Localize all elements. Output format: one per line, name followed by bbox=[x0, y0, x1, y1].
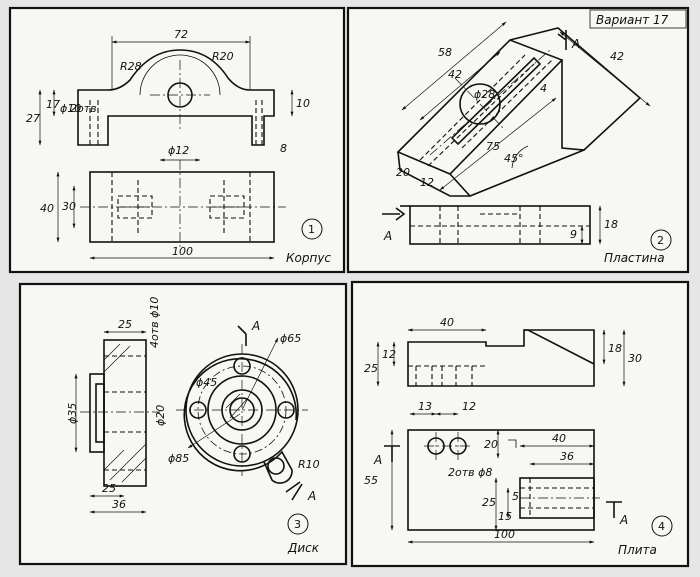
korpus-dim-72: 72 bbox=[174, 28, 188, 41]
panel-2-plastina: Вариант 17 58 42 42 ϕ28 4 75 45° 20 12 A bbox=[346, 6, 690, 274]
panel-2-frame bbox=[346, 6, 690, 274]
plita-dim-18: 18 bbox=[608, 342, 622, 355]
plita-section-label-right: A bbox=[619, 513, 628, 527]
panel-2-number-circle bbox=[650, 229, 672, 251]
plita-dim-25b: 25 bbox=[482, 496, 496, 509]
disk-dim-36: 36 bbox=[112, 498, 126, 511]
disk-front-view bbox=[176, 344, 308, 484]
korpus-dim-30: 30 bbox=[62, 200, 76, 213]
plastina-dim-12: 12 bbox=[420, 176, 434, 189]
plastina-section-label-top: A bbox=[571, 37, 580, 51]
disk-dim-r10: R10 bbox=[298, 458, 320, 471]
plita-dim-20: 20 bbox=[484, 438, 498, 451]
disk-side-view bbox=[80, 339, 160, 487]
korpus-dim-17: 17 bbox=[46, 98, 60, 111]
plita-dim-12a: 12 bbox=[382, 348, 396, 361]
korpus-dim-r28: R28 bbox=[120, 60, 142, 73]
panel-1-korpus: 72 R28 R20 27 17 ϕ10 2отв 10 8 ϕ12 40 30… bbox=[8, 6, 346, 274]
plita-dim-13: 13 bbox=[418, 400, 432, 413]
disk-section-label-top: A bbox=[251, 319, 260, 333]
disk-dim-85: ϕ85 bbox=[168, 452, 189, 465]
korpus-top-view bbox=[80, 160, 286, 250]
plita-dim-40b: 40 bbox=[552, 432, 566, 445]
plita-dim-40a: 40 bbox=[440, 316, 454, 329]
panel-3-caption: Диск bbox=[287, 541, 320, 555]
plastina-section-arrow-top bbox=[557, 30, 567, 50]
panel-4-caption: Плита bbox=[618, 543, 657, 557]
panel-3-number-circle bbox=[287, 513, 309, 535]
plita-dim-100: 100 bbox=[494, 528, 515, 541]
korpus-front-view bbox=[77, 49, 275, 146]
korpus-dim-27: 27 bbox=[26, 112, 40, 125]
plastina-dim-58: 58 bbox=[438, 46, 452, 59]
panel-4-number-circle bbox=[651, 515, 673, 537]
plastina-dim-75: 75 bbox=[486, 140, 500, 153]
plita-dim-15: 15 bbox=[498, 510, 512, 523]
plastina-dim-28: ϕ28 bbox=[474, 88, 495, 101]
panel-2-number: 2 bbox=[657, 234, 664, 247]
panel-3-disk: 25 4отв ϕ10 ϕ35 ϕ20 25 36 A ϕ65 ϕ45 bbox=[18, 282, 348, 566]
plastina-section-label-bottom: A bbox=[383, 229, 392, 243]
plita-section-label-left: A bbox=[373, 453, 382, 467]
plastina-dim-42a: 42 bbox=[448, 68, 462, 81]
panel-3-number: 3 bbox=[294, 518, 301, 531]
panel-1-number-circle bbox=[301, 218, 323, 240]
plita-dim-12b: 12 bbox=[462, 400, 476, 413]
plastina-dim-4: 4 bbox=[540, 82, 547, 95]
plastina-dim-20: 20 bbox=[396, 166, 410, 179]
disk-dim-holes: 4отв ϕ10 bbox=[148, 297, 161, 348]
plita-section-arrow-left bbox=[384, 445, 400, 462]
korpus-dim-10: 10 bbox=[296, 97, 310, 110]
plita-dim-36: 36 bbox=[560, 450, 574, 463]
panel-1-frame bbox=[8, 6, 346, 274]
plita-dim-30: 30 bbox=[628, 352, 642, 365]
korpus-dim-2otv: 2отв bbox=[70, 102, 97, 115]
disk-section-arrow-top bbox=[237, 325, 247, 346]
plastina-dim-45: 45° bbox=[504, 152, 524, 165]
plastina-bottom-view bbox=[400, 205, 591, 245]
korpus-dim-hole: ϕ10 bbox=[60, 102, 81, 115]
disk-dim-25b: 25 bbox=[102, 482, 116, 495]
plastina-dim-9: 9 bbox=[570, 228, 577, 241]
plita-dim-25a: 25 bbox=[364, 362, 378, 375]
panel-2-caption: Пластина bbox=[604, 251, 665, 265]
korpus-dim-r20: R20 bbox=[212, 50, 234, 63]
disk-dim-65: ϕ65 bbox=[280, 332, 301, 345]
plita-front-view bbox=[407, 329, 595, 387]
korpus-dim-40: 40 bbox=[40, 202, 54, 215]
korpus-dim-8: 8 bbox=[280, 142, 287, 155]
plastina-dim-18: 18 bbox=[604, 218, 618, 231]
korpus-dim-12: ϕ12 bbox=[168, 144, 189, 157]
korpus-dim-100: 100 bbox=[172, 245, 193, 258]
variant-box bbox=[589, 9, 687, 29]
plita-dim-holes: 2отв ϕ8 bbox=[448, 466, 492, 479]
disk-dim-20: ϕ20 bbox=[154, 405, 167, 426]
plastina-section-arrow-bottom bbox=[382, 207, 406, 221]
disk-dim-25a: 25 bbox=[118, 318, 132, 331]
panel-1-caption: Корпус bbox=[286, 251, 331, 265]
panel-3-frame bbox=[18, 282, 348, 566]
panel-4-number: 4 bbox=[658, 520, 665, 533]
disk-section-arrow-bottom bbox=[285, 481, 303, 501]
disk-section-label-bottom: A bbox=[307, 489, 316, 503]
plita-section-arrow-right bbox=[606, 501, 622, 518]
panel-4-plita: 40 12 25 18 30 13 12 2отв ϕ8 20 40 36 55 bbox=[350, 280, 690, 568]
panel-1-number: 1 bbox=[308, 223, 315, 236]
disk-dim-35: ϕ35 bbox=[66, 403, 79, 424]
plita-top-view bbox=[407, 429, 600, 531]
disk-dim-45: ϕ45 bbox=[196, 376, 217, 389]
plastina-dim-42b: 42 bbox=[610, 50, 624, 63]
plita-dim-5: 5 bbox=[512, 490, 519, 503]
panel-4-frame bbox=[350, 280, 690, 568]
plita-dim-55: 55 bbox=[364, 474, 378, 487]
variant-label: Вариант 17 bbox=[596, 13, 669, 27]
